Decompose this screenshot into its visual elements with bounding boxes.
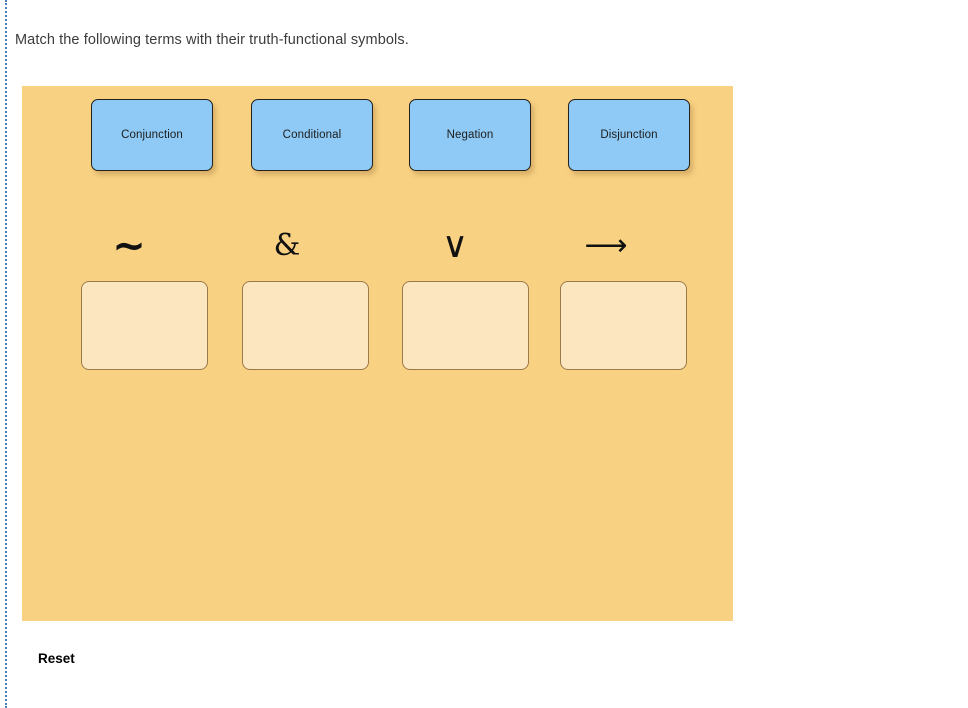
- page-title: Match the following terms with their tru…: [15, 32, 409, 48]
- tilde-symbol: ~: [112, 223, 146, 269]
- drop-zone-1[interactable]: [81, 281, 208, 370]
- ampersand-symbol: &: [273, 228, 301, 263]
- reset-button[interactable]: Reset: [38, 651, 75, 666]
- drop-zone-2[interactable]: [242, 281, 369, 370]
- term-tile-conjunction[interactable]: Conjunction: [91, 99, 213, 171]
- matching-activity-panel: Conjunction Conditional Negation Disjunc…: [22, 86, 733, 621]
- arrow-symbol: ⟶: [584, 228, 628, 263]
- drop-zone-3[interactable]: [402, 281, 529, 370]
- wedge-symbol: ∨: [441, 225, 469, 266]
- term-tile-label: Conditional: [282, 128, 342, 141]
- left-edge-dotted-rail: [5, 0, 7, 708]
- term-tile-label: Disjunction: [600, 128, 658, 141]
- term-tile-label: Conjunction: [121, 128, 183, 141]
- term-tile-negation[interactable]: Negation: [409, 99, 531, 171]
- term-tile-disjunction[interactable]: Disjunction: [568, 99, 690, 171]
- term-tile-label: Negation: [446, 128, 494, 141]
- drop-zone-4[interactable]: [560, 281, 687, 370]
- term-tile-conditional[interactable]: Conditional: [251, 99, 373, 171]
